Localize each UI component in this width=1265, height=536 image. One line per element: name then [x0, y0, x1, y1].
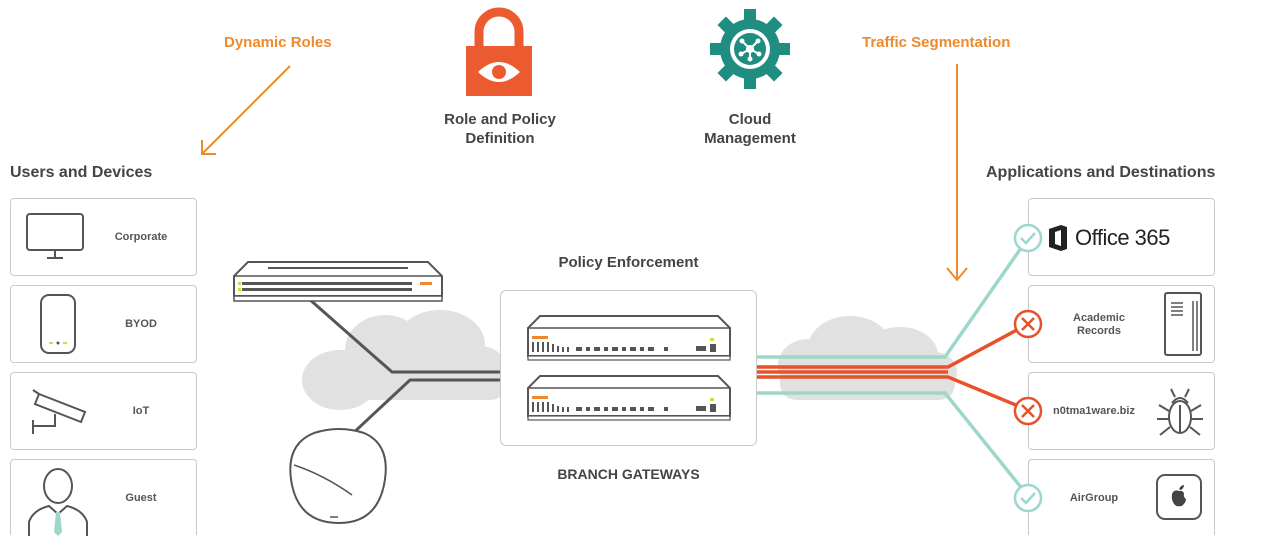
role-policy-label: Role and Policy Definition	[444, 111, 556, 147]
branch-gateway-icon-2	[527, 375, 731, 421]
monitor-icon	[26, 213, 84, 259]
dynamic-roles-arrow	[201, 65, 291, 155]
users-devices-title: Users and Devices	[10, 164, 153, 181]
bug-icon	[1157, 388, 1203, 436]
security-camera-icon	[32, 389, 87, 434]
padlock-icon	[466, 7, 532, 96]
traffic-segmentation-label: Traffic Segmentation	[862, 34, 1011, 51]
device-card-corporate[interactable]: Corporate	[10, 198, 197, 276]
policy-enforcement-label: Policy Enforcement	[558, 254, 699, 271]
network-switch-icon	[233, 261, 443, 302]
office-logo-icon	[1049, 225, 1067, 251]
malware-label: n0tma1ware.biz	[1053, 405, 1135, 417]
switch-link	[307, 296, 500, 374]
person-icon	[28, 468, 88, 536]
device-label-guest: Guest	[125, 492, 157, 504]
left-cloud-icon	[302, 310, 508, 410]
cloud-management-label: Cloud Management	[704, 111, 796, 147]
device-card-byod[interactable]: BYOD	[10, 285, 197, 363]
teal-link-airgroup	[757, 391, 1030, 498]
gear-icon	[710, 9, 790, 89]
app-card-office365[interactable]: Office 365	[1028, 198, 1215, 276]
red-link-malware	[757, 375, 1029, 412]
branch-gateway-icon	[527, 315, 731, 361]
device-label-iot: IoT	[132, 405, 150, 417]
check-icon-2	[1013, 483, 1043, 513]
block-icon-2	[1013, 396, 1043, 426]
dynamic-roles-label: Dynamic Roles	[224, 34, 332, 51]
apps-title: Applications and Destinations	[986, 164, 1216, 181]
ap-link	[333, 378, 500, 452]
academic-label: Academic Records	[1073, 312, 1125, 337]
tablet-icon	[40, 294, 76, 354]
app-card-malware[interactable]: n0tma1ware.biz	[1028, 372, 1215, 450]
device-card-guest[interactable]: Guest	[10, 459, 197, 536]
access-point-icon	[289, 428, 387, 525]
device-card-iot[interactable]: IoT	[10, 372, 197, 450]
apple-tv-icon	[1156, 474, 1202, 520]
office365-label: Office 365	[1075, 225, 1170, 250]
device-label-byod: BYOD	[125, 318, 157, 330]
red-link-academic	[757, 322, 1029, 369]
check-icon	[1013, 223, 1043, 253]
app-card-airgroup[interactable]: AirGroup	[1028, 459, 1215, 535]
server-icon	[1164, 292, 1202, 356]
block-icon	[1013, 309, 1043, 339]
app-card-academic[interactable]: Academic Records	[1028, 285, 1215, 363]
teal-link-office365	[757, 236, 1030, 359]
airgroup-label: AirGroup	[1069, 492, 1119, 504]
device-label-corporate: Corporate	[114, 231, 168, 243]
branch-gateways-label: BRANCH GATEWAYS	[557, 466, 700, 482]
